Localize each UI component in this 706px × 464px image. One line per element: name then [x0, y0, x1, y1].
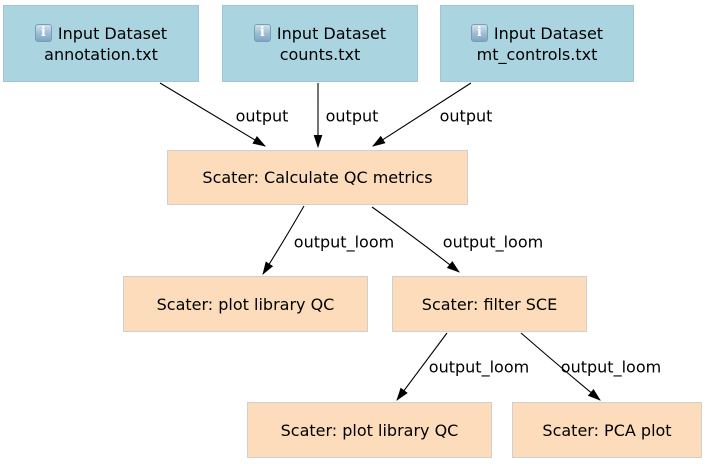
- tool-node-label: Scater: PCA plot: [542, 420, 672, 440]
- input-node-title: Input Dataset: [493, 23, 604, 43]
- edge-label-output-1: output: [235, 106, 289, 126]
- node-tool-filter-sce[interactable]: Scater: filter SCE: [392, 276, 587, 332]
- edge-label-output-loom-3: output_loom: [428, 357, 530, 377]
- edge-label-output-loom-2: output_loom: [442, 232, 544, 252]
- info-icon: i: [470, 24, 488, 42]
- node-tool-pca-plot[interactable]: Scater: PCA plot: [512, 402, 702, 458]
- info-icon: i: [253, 24, 271, 42]
- input-node-title: Input Dataset: [276, 23, 387, 43]
- input-node-title: Input Dataset: [57, 23, 168, 43]
- input-node-filename: mt_controls.txt: [476, 44, 598, 64]
- tool-node-label: Scater: filter SCE: [421, 294, 558, 314]
- tool-node-label: Scater: Calculate QC metrics: [202, 168, 433, 187]
- node-tool-plot-library-qc-lower[interactable]: Scater: plot library QC: [247, 402, 492, 458]
- input-node-filename: annotation.txt: [44, 44, 158, 64]
- tool-node-label: Scater: plot library QC: [156, 294, 335, 314]
- edge-label-output-2: output: [325, 106, 379, 126]
- info-icon-glyph: i: [40, 25, 46, 40]
- edge-label-output-3: output: [439, 106, 493, 126]
- node-input-annotation-txt[interactable]: i Input Dataset annotation.txt: [3, 5, 199, 82]
- tool-node-label: Scater: plot library QC: [280, 420, 459, 440]
- info-icon: i: [34, 24, 52, 42]
- info-icon-glyph: i: [259, 25, 265, 40]
- info-icon-glyph: i: [476, 25, 482, 40]
- edge-label-output-loom-1: output_loom: [293, 232, 395, 252]
- node-tool-plot-library-qc-upper[interactable]: Scater: plot library QC: [123, 276, 368, 332]
- input-node-filename: counts.txt: [279, 44, 361, 64]
- node-input-counts-txt[interactable]: i Input Dataset counts.txt: [222, 5, 418, 82]
- edge-label-output-loom-4: output_loom: [560, 357, 662, 377]
- node-tool-calculate-qc-metrics[interactable]: Scater: Calculate QC metrics: [167, 150, 468, 205]
- node-input-mt-controls-txt[interactable]: i Input Dataset mt_controls.txt: [440, 5, 634, 82]
